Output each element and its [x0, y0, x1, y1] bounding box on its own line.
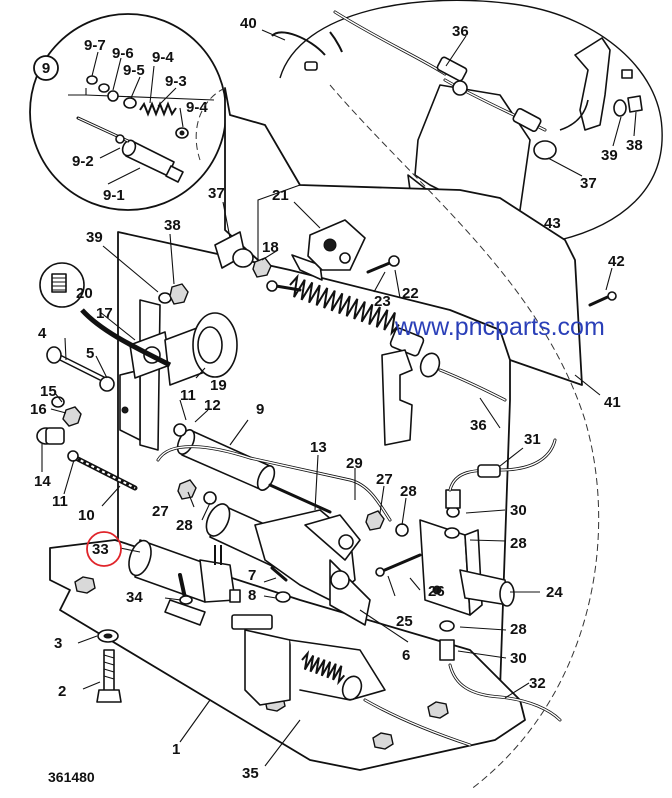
- callout-6: 6: [402, 647, 410, 664]
- callout-38-mid: 38: [164, 217, 181, 234]
- callout-9-6: 9-6: [112, 45, 134, 62]
- callout-27-left: 27: [152, 503, 169, 520]
- callout-20: 20: [76, 285, 93, 302]
- part-33-motor: [128, 539, 241, 626]
- part-2-bolt: [96, 649, 122, 703]
- callout-34: 34: [126, 589, 143, 606]
- part-37-cable-end-top: [533, 140, 557, 160]
- callout-1: 1: [172, 741, 180, 758]
- callout-35: 35: [242, 765, 259, 782]
- callout-14: 14: [34, 473, 51, 490]
- callout-15: 15: [40, 383, 57, 400]
- callout-37-top: 37: [580, 175, 597, 192]
- callout-28-c: 28: [510, 535, 527, 552]
- callout-32: 32: [529, 675, 546, 692]
- callout-28-a: 28: [400, 483, 417, 500]
- callout-43: 43: [544, 215, 561, 232]
- callout-31: 31: [524, 431, 541, 448]
- callout-21: 21: [272, 187, 289, 204]
- part-9-5-nut: [123, 97, 137, 109]
- detail-view-label: 9: [42, 60, 50, 77]
- part-9-1-cylinder: [121, 139, 184, 183]
- callouts: 37 21 38 39 18 42 20 22 23 17 4 5 19 15 …: [30, 185, 625, 782]
- callout-25: 25: [396, 613, 413, 630]
- callout-9-5: 9-5: [123, 62, 145, 79]
- callout-16: 16: [30, 401, 47, 418]
- callout-3: 3: [54, 635, 62, 652]
- part-9-7-nut: [86, 75, 98, 85]
- callout-29: 29: [346, 455, 363, 472]
- part-5-spacer: [99, 376, 115, 392]
- part-37-clevis: [214, 231, 254, 269]
- callout-42: 42: [608, 253, 625, 270]
- callout-9-main: 9: [256, 401, 264, 418]
- callout-22: 22: [402, 285, 419, 302]
- callout-40: 40: [240, 15, 257, 32]
- callout-28-d: 28: [510, 621, 527, 638]
- callout-9-2: 9-2: [72, 153, 94, 170]
- part-19-pulley: [164, 312, 238, 386]
- highlight-circle-33: [86, 531, 122, 567]
- callout-9-7: 9-7: [84, 37, 106, 54]
- callout-26: 26: [428, 583, 445, 600]
- callout-9-3: 9-3: [165, 73, 187, 90]
- part-9-2-rod: [76, 116, 130, 144]
- part-21-pivot-block: [307, 219, 366, 271]
- part-9-6-washer: [107, 90, 119, 102]
- callout-36-mid: 36: [470, 417, 487, 434]
- part-6-solenoid: [205, 503, 371, 626]
- part-24-valve: [419, 519, 515, 616]
- watermark: www.pncparts.com: [394, 313, 605, 341]
- callout-30-bottom: 30: [510, 650, 527, 667]
- callout-9-1: 9-1: [103, 187, 125, 204]
- callout-30-top: 30: [510, 502, 527, 519]
- callout-39-mid: 39: [86, 229, 103, 246]
- part-20-set-screw: [39, 262, 85, 308]
- part-10-stud: [67, 452, 138, 491]
- callout-18: 18: [262, 239, 279, 256]
- callout-8: 8: [248, 587, 256, 604]
- callout-27-right: 27: [376, 471, 393, 488]
- callout-7: 7: [248, 567, 256, 584]
- callout-4: 4: [38, 325, 47, 342]
- callout-37-mid: 37: [208, 185, 225, 202]
- callout-17: 17: [96, 305, 113, 322]
- part-35-cable: [244, 629, 472, 747]
- callout-41: 41: [604, 394, 621, 411]
- callout-23: 23: [374, 293, 391, 310]
- callout-2: 2: [58, 683, 66, 700]
- callout-39-top: 39: [601, 147, 618, 164]
- document-number: 361480: [48, 769, 95, 785]
- callout-11-top: 11: [180, 387, 196, 404]
- part-36-throttle-cable: [266, 273, 507, 402]
- callout-5: 5: [86, 345, 94, 362]
- callout-11-bottom: 11: [52, 493, 68, 510]
- callout-19: 19: [210, 377, 227, 394]
- callout-10: 10: [78, 507, 95, 524]
- callout-9-4-top: 9-4: [152, 49, 174, 66]
- callout-13: 13: [310, 439, 327, 456]
- part-30-fittings: [439, 489, 461, 661]
- callout-36-top: 36: [452, 23, 469, 40]
- callout-28-b: 28: [176, 517, 193, 534]
- part-9-3-spring: [139, 101, 177, 117]
- detail-view-9: 9 9-7 9-6 9-5 9-4 9-3 9-4 9-2 9-1: [29, 13, 227, 211]
- detail-view-throttle-cable: 40 36 37 43 39 38: [240, 0, 663, 241]
- part-4-bolt: [46, 346, 108, 383]
- callout-38-top: 38: [626, 137, 643, 154]
- callout-9-4-right: 9-4: [186, 99, 208, 116]
- callout-24: 24: [546, 584, 563, 601]
- callout-12: 12: [204, 397, 221, 414]
- callout-33: 33: [92, 541, 109, 558]
